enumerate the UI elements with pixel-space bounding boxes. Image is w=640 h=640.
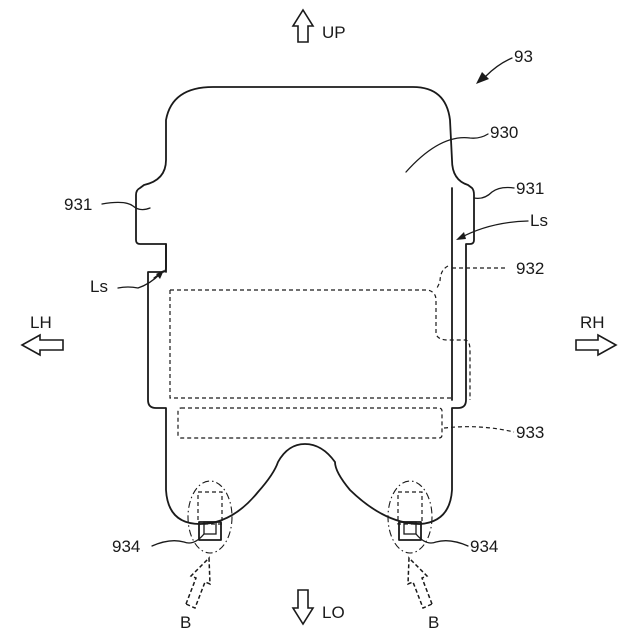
body-930-outline — [136, 87, 474, 524]
label-b-left: B — [180, 613, 191, 632]
leader-ls-right — [460, 221, 528, 238]
label-932: 932 — [516, 259, 544, 278]
leader-93-arrowhead — [476, 72, 489, 84]
label-931-right: 931 — [516, 179, 544, 198]
label-931-left: 931 — [64, 195, 92, 214]
label-ls-left: Ls — [90, 277, 108, 296]
leader-931-right — [474, 188, 514, 199]
label-ls-right: Ls — [530, 211, 548, 230]
leader-931-left — [102, 202, 150, 209]
region-932-top — [436, 266, 448, 290]
region-932-left — [170, 290, 452, 398]
part-934-left-dashed — [198, 492, 222, 524]
label-933: 933 — [516, 423, 544, 442]
leader-933 — [444, 427, 514, 432]
leader-ls-left — [118, 274, 160, 288]
arrow-b-left-icon — [186, 558, 210, 608]
arrow-b-right-icon — [408, 558, 432, 608]
label-930: 930 — [490, 123, 518, 142]
region-932 — [170, 290, 470, 400]
arrow-right-icon — [576, 335, 616, 355]
leader-93 — [486, 58, 512, 76]
label-lo: LO — [322, 603, 345, 622]
arrow-up-icon — [293, 10, 313, 42]
leader-930 — [406, 134, 488, 172]
part-934-right-dashed — [398, 492, 422, 524]
arrow-down-icon — [293, 590, 313, 624]
leader-ls-right-arrowhead — [456, 232, 466, 240]
leader-934-right — [416, 534, 468, 546]
arrow-left-icon — [22, 335, 63, 355]
label-lh: LH — [30, 313, 52, 332]
region-933 — [178, 408, 442, 438]
label-up: UP — [322, 23, 346, 42]
label-b-right: B — [428, 613, 439, 632]
label-rh: RH — [580, 313, 605, 332]
label-93: 93 — [514, 47, 533, 66]
label-934-right: 934 — [470, 537, 498, 556]
label-934-left: 934 — [112, 537, 140, 556]
